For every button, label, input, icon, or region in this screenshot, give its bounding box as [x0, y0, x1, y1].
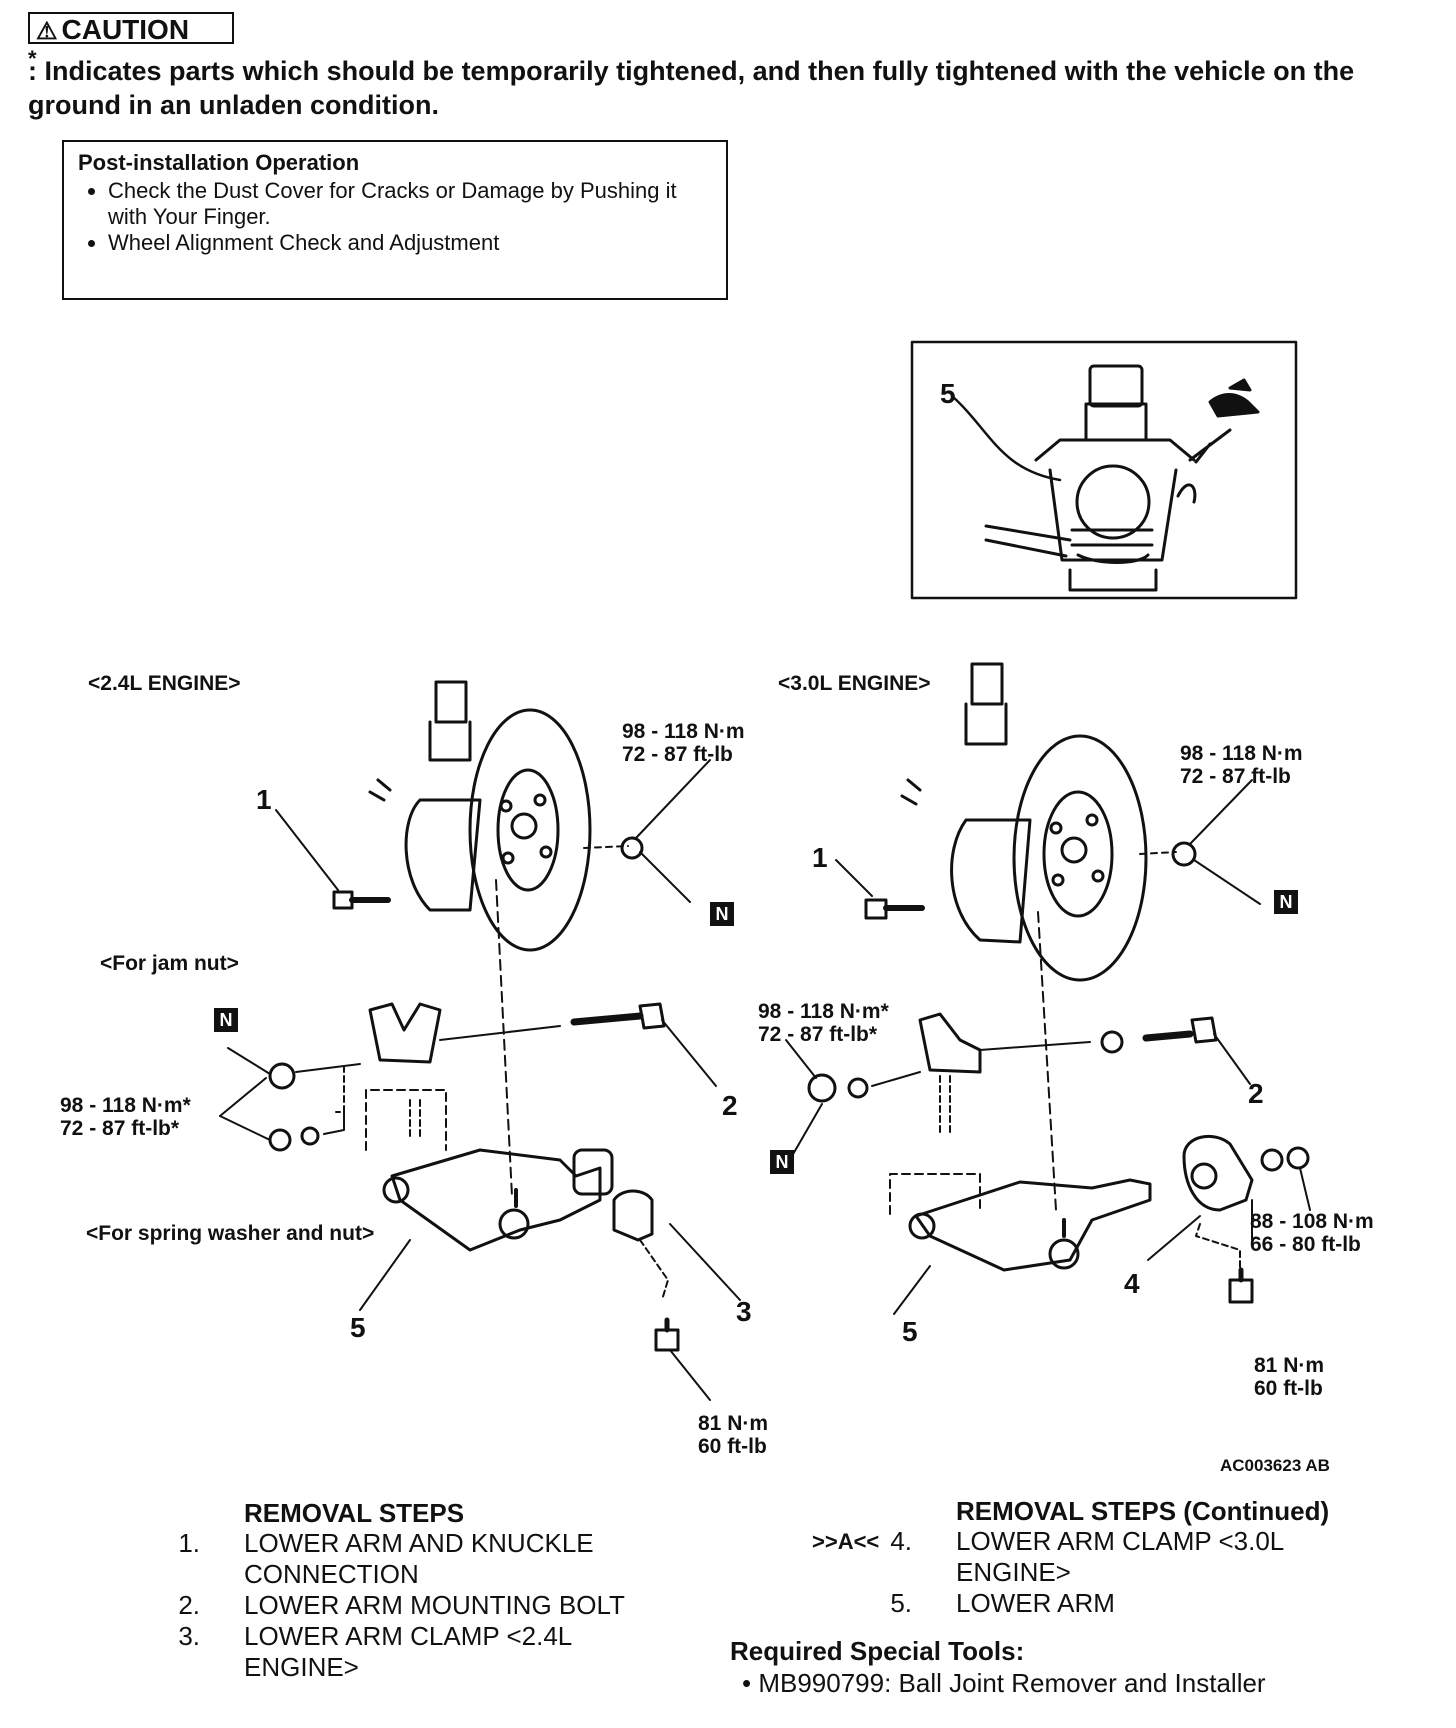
step-text: LOWER ARM MOUNTING BOLT: [244, 1590, 625, 1620]
left-callout-2: 2: [722, 1090, 738, 1121]
caution-star: *: [28, 46, 37, 71]
list-item: Wheel Alignment Check and Adjustment: [108, 230, 712, 256]
step-prefix: >>A<<: [812, 1529, 880, 1554]
inset-callout-5: 5: [940, 378, 956, 409]
left-n-mark-top: N: [711, 903, 733, 925]
removal-steps-continued-title: REMOVAL STEPS (Continued): [956, 1496, 1330, 1526]
right-callout-2: 2: [1248, 1078, 1264, 1109]
left-callout-3: 3: [736, 1296, 752, 1327]
step-number: 5.: [890, 1588, 912, 1618]
left-assembly-drawing: [219, 680, 741, 1401]
step-number: 3.: [178, 1621, 200, 1651]
spring-washer-label: <For spring washer and nut>: [86, 1222, 375, 1245]
jam-nut-label: <For jam nut>: [100, 952, 239, 975]
list-item: Check the Dust Cover for Cracks or Damag…: [108, 178, 712, 230]
warning-triangle-icon: ⚠: [36, 18, 58, 45]
right-callout-4: 4: [1124, 1268, 1140, 1299]
removal-steps-title: REMOVAL STEPS: [244, 1498, 465, 1528]
caution-badge: ⚠CAUTION: [28, 12, 234, 45]
post-installation-title: Post-installation Operation: [78, 150, 360, 175]
ball-joint-inset-drawing: [910, 340, 1298, 600]
left-callout-1: 1: [256, 784, 272, 815]
step-number: 1.: [178, 1528, 200, 1558]
step-text: LOWER ARM: [956, 1588, 1115, 1618]
post-installation-box: Post-installation Operation Check the Du…: [62, 140, 728, 300]
left-torque-jam: 98 - 118 N·m*72 - 87 ft-lb*: [60, 1094, 191, 1140]
bullet-icon: •: [742, 1668, 759, 1698]
right-n-mark-mid: N: [771, 1151, 793, 1173]
special-tools-item: • MB990799: Ball Joint Remover and Insta…: [742, 1668, 1266, 1698]
left-engine-label: <2.4L ENGINE>: [88, 672, 241, 695]
left-n-mark-jam: N: [215, 1009, 237, 1031]
right-torque-mid: 98 - 118 N·m*72 - 87 ft-lb*: [758, 1000, 889, 1046]
right-n-mark-top: N: [1275, 891, 1297, 913]
right-callout-1: 1: [812, 842, 828, 873]
right-assembly-drawing: [785, 662, 1311, 1315]
caution-text: : Indicates parts which should be tempor…: [28, 56, 1355, 120]
right-callout-5: 5: [902, 1316, 918, 1347]
step-number: 2.: [178, 1590, 200, 1620]
step-number: 4.: [890, 1526, 912, 1556]
post-installation-list: Check the Dust Cover for Cracks or Damag…: [78, 178, 712, 256]
figure-code: AC003623 AB: [1220, 1456, 1330, 1475]
left-callout-5: 5: [350, 1312, 366, 1343]
special-tools-title: Required Special Tools:: [730, 1636, 1025, 1666]
right-engine-label: <3.0L ENGINE>: [778, 672, 931, 695]
